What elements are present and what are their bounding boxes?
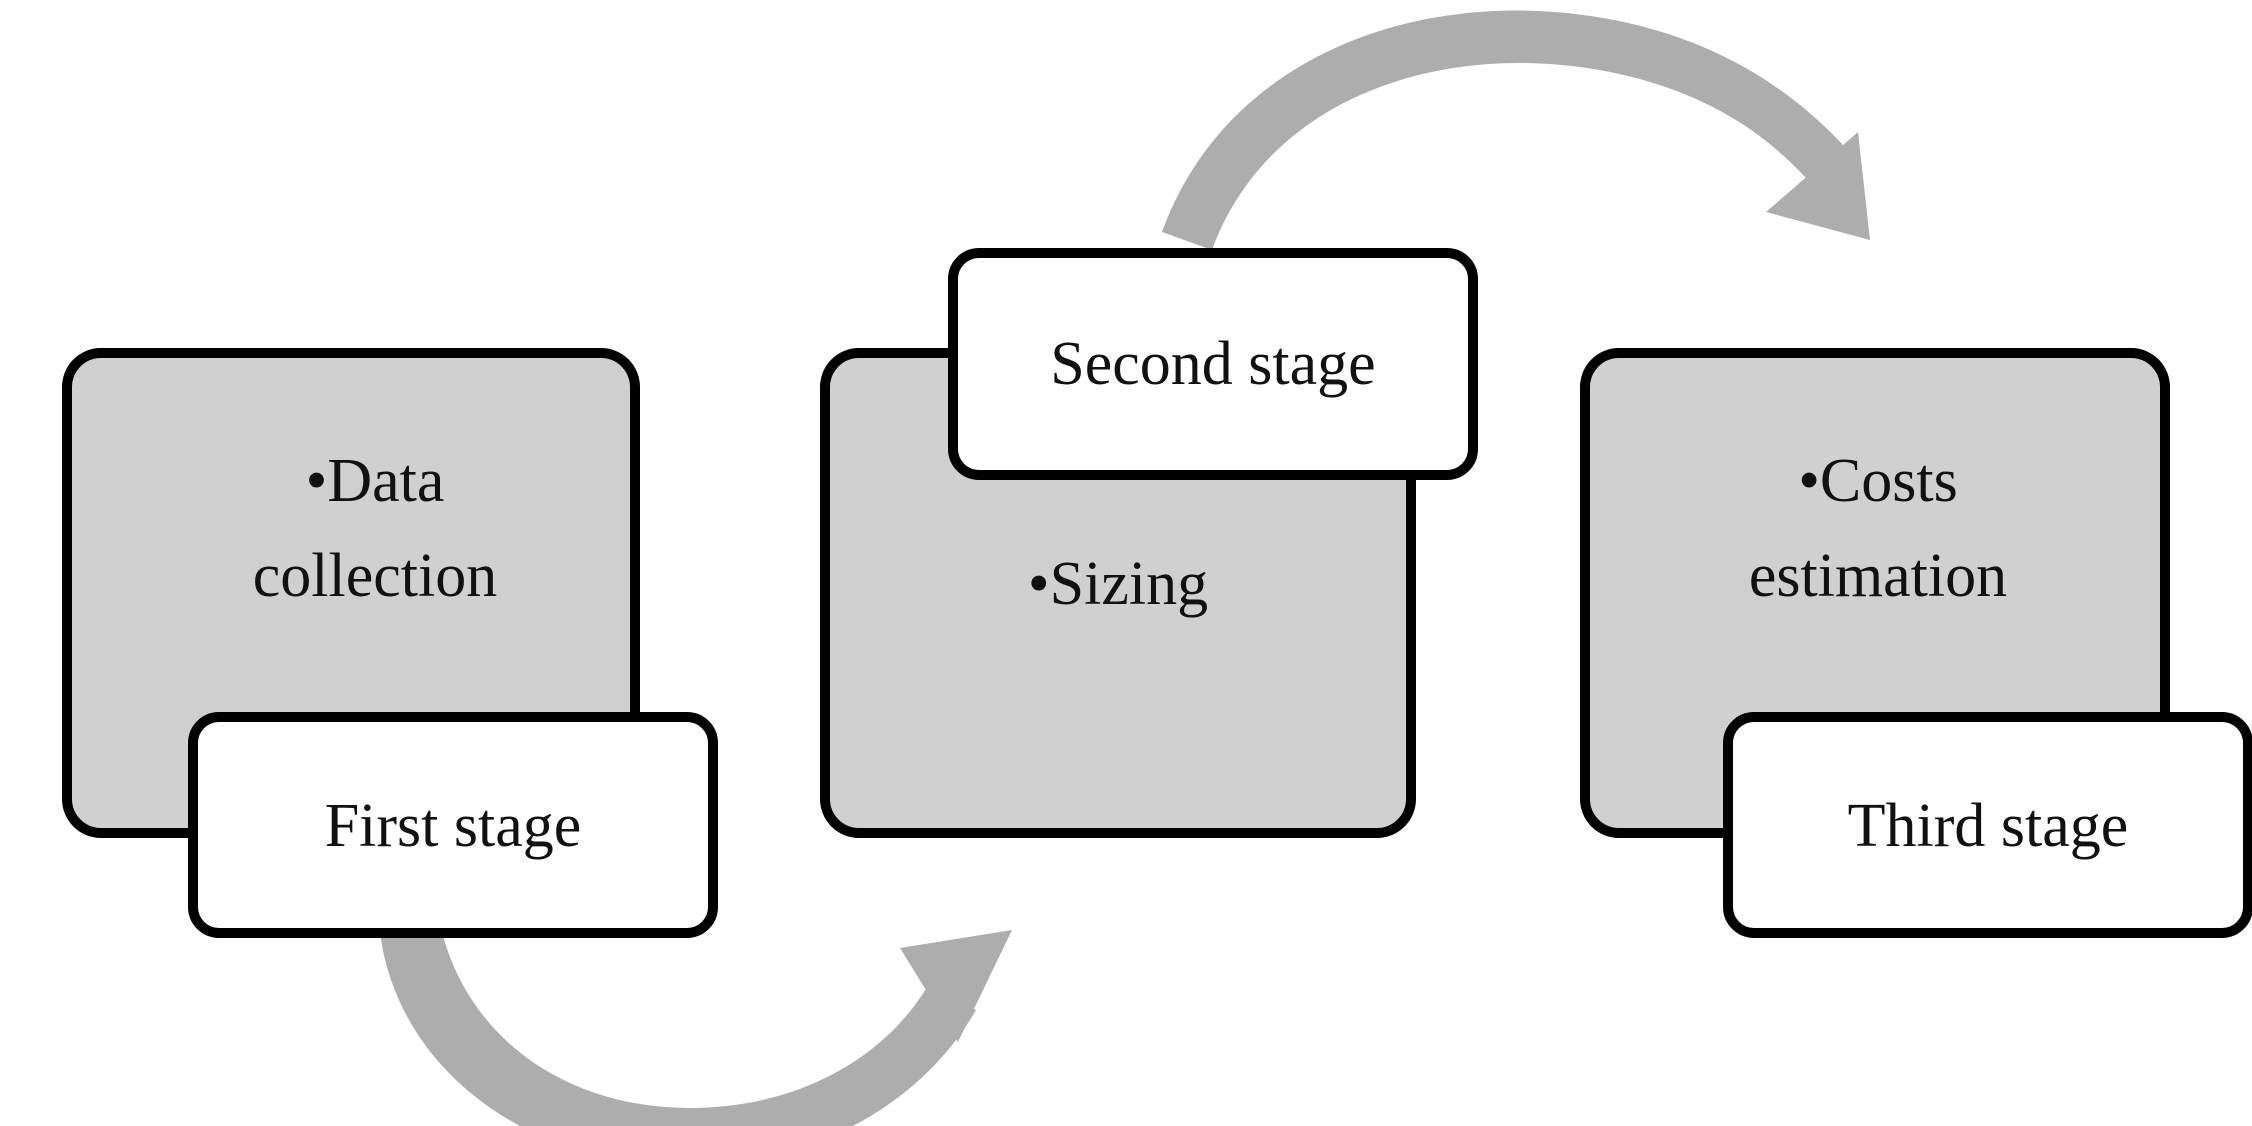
stage-box-1-line2: collection: [253, 542, 497, 610]
stage-label-2-text: Second stage: [1050, 330, 1375, 398]
arrow-upper-body: [1162, 10, 1844, 251]
stage-box-1-line1: •Data: [306, 447, 445, 515]
stage-label-1[interactable]: First stage: [188, 712, 718, 938]
arrow-stage2-to-stage3: [1162, 10, 1870, 251]
arrow-lower-head: [900, 930, 1012, 1042]
stage-box-2-line1: •Sizing: [1028, 550, 1208, 618]
stage-label-1-shape: [188, 712, 718, 938]
stage-label-3[interactable]: Third stage: [1723, 712, 2252, 938]
arrow-upper-head: [1766, 132, 1870, 240]
arrow-lower-body: [380, 932, 976, 1126]
stage-box-3-line1: •Costs: [1798, 447, 1958, 515]
stage-label-2[interactable]: Second stage: [948, 248, 1478, 480]
stage-label-2-shape: [948, 248, 1478, 480]
stage-box-3-line2: estimation: [1749, 542, 2007, 610]
stage-label-3-shape: [1723, 712, 2252, 938]
arrow-stage1-to-stage2: [380, 930, 1012, 1126]
stage-label-3-text: Third stage: [1848, 792, 2129, 860]
stage-label-1-text: First stage: [325, 792, 582, 860]
